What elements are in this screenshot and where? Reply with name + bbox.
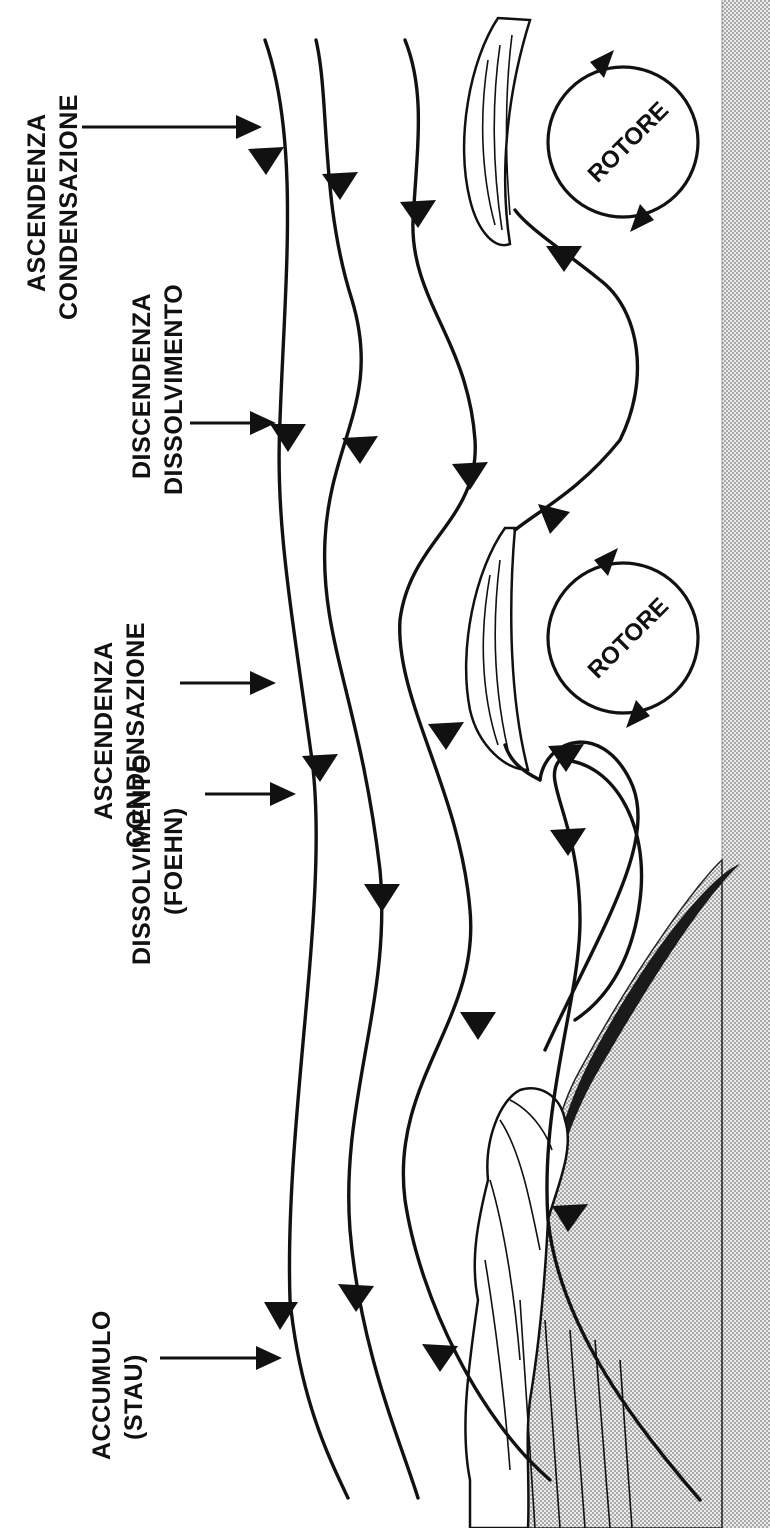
flow-arrow-icon xyxy=(270,424,306,452)
label-line: (FOEHN) xyxy=(160,807,188,915)
flow-arrow-icon xyxy=(548,744,584,772)
ground-surface xyxy=(722,0,770,1528)
pointer-arrow-icon xyxy=(236,115,262,139)
flow-arrow-icon xyxy=(248,147,284,175)
label-line: CONDENSAZIONE xyxy=(122,622,150,848)
label-line: (STAU) xyxy=(120,1354,148,1440)
label-line: ACCUMULO xyxy=(88,1310,116,1460)
pointer-arrow-icon xyxy=(270,782,296,806)
flow-arrow-icon xyxy=(550,828,586,856)
flow-arrow-icon xyxy=(302,754,338,782)
label-line: DISSOLVIMENTO xyxy=(160,284,188,495)
rotor-upper: ROTORE xyxy=(548,50,698,232)
lenticular-cloud-lower xyxy=(466,528,528,770)
flow-arrow-icon xyxy=(460,1012,496,1040)
flow-arrow-icon xyxy=(546,246,582,272)
rotor-label-lower: ROTORE xyxy=(583,593,674,684)
label-line: ASCENDENZA xyxy=(23,113,51,292)
flow-arrow-icon xyxy=(364,884,400,912)
rotor-lower: ROTORE xyxy=(548,548,698,728)
pointer-arrow-icon xyxy=(256,1346,282,1370)
rotor-label-upper: ROTORE xyxy=(583,97,674,188)
flow-arrow-icon xyxy=(400,200,436,228)
flow-arrow-icon xyxy=(452,462,488,490)
label-discendenza: DISCENDENZA DISSOLVIMENTO xyxy=(128,284,188,495)
label-line: DISCENDENZA xyxy=(128,293,156,479)
flow-arrow-icon xyxy=(538,504,570,534)
pointer-arrow-icon xyxy=(250,671,276,695)
label-line: CONDENSAZIONE xyxy=(55,94,83,320)
flow-arrow-icon xyxy=(422,1344,458,1372)
label-line: ASCENDENZA xyxy=(90,641,118,820)
flow-arrow-icon xyxy=(342,436,378,464)
lenticular-cloud-upper xyxy=(464,18,530,245)
label-ascendenza-2: ASCENDENZA CONDENSAZIONE xyxy=(23,94,83,320)
flow-arrow-icon xyxy=(428,722,464,750)
rotation-arrow-icon xyxy=(630,204,654,232)
label-ascendenza-1: ASCENDENZA CONDENSAZIONE xyxy=(90,622,150,848)
flow-arrow-icon xyxy=(322,172,358,200)
pointer-arrow-icon xyxy=(250,411,276,435)
flow-arrow-icon xyxy=(338,1284,374,1312)
label-accumulo: ACCUMULO (STAU) xyxy=(88,1310,148,1460)
